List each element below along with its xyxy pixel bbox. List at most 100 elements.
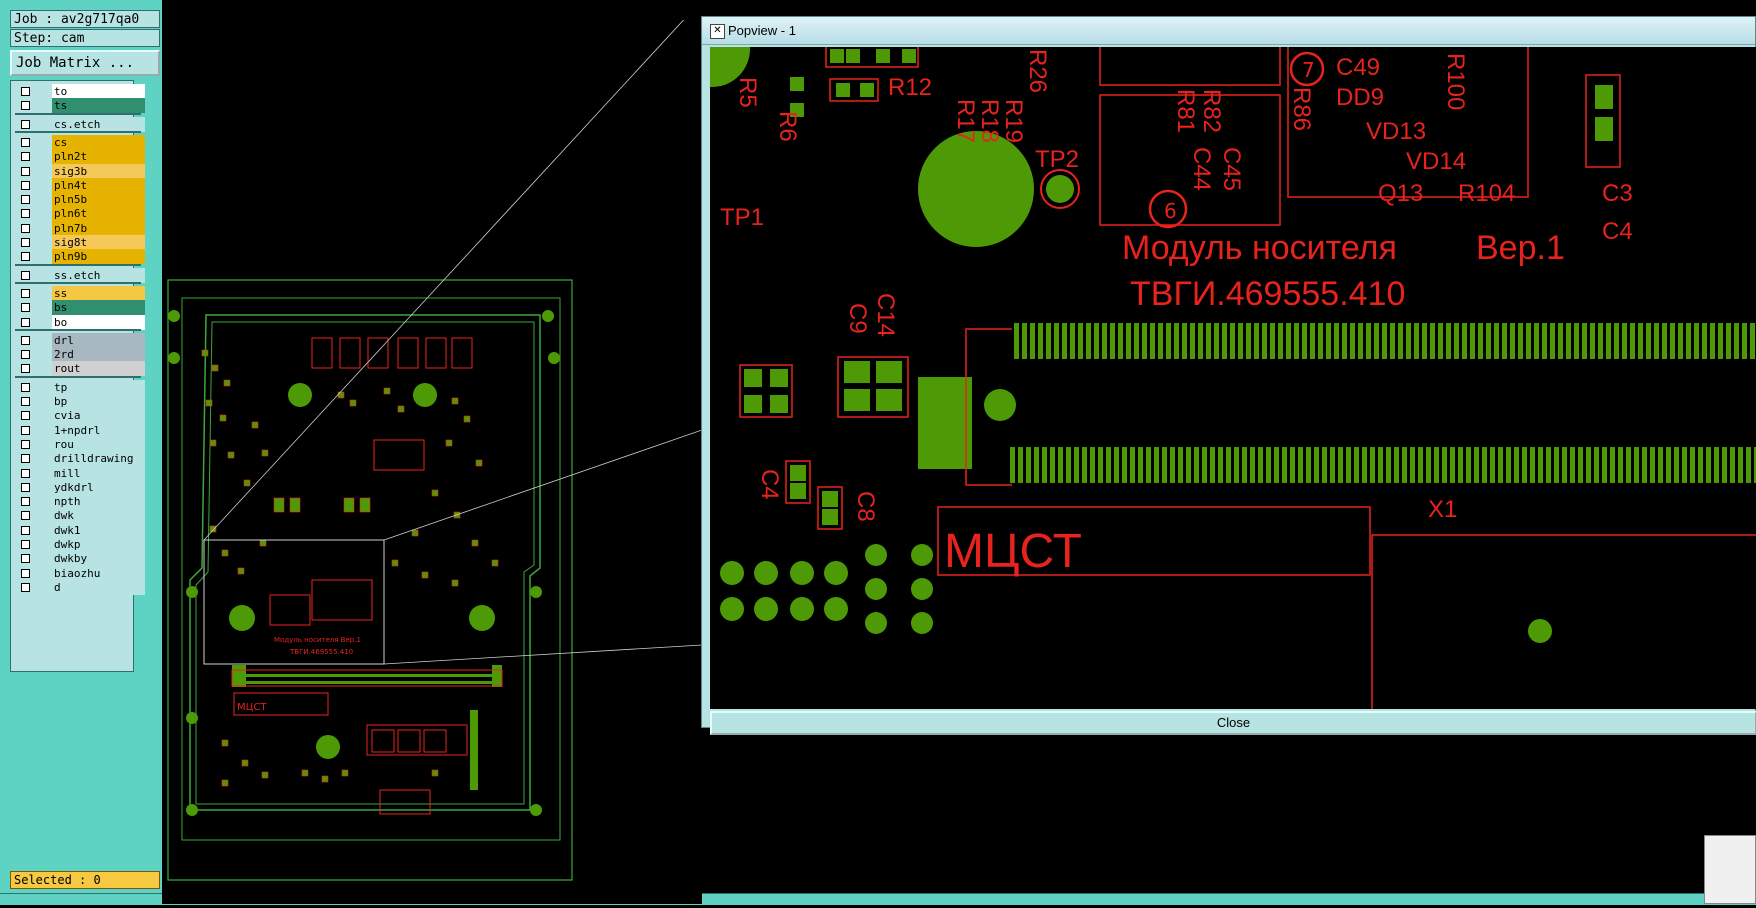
layer-name[interactable]: pln6t (52, 206, 145, 222)
layer-name[interactable]: bp (52, 394, 145, 409)
layer-checkbox[interactable] (21, 238, 30, 247)
layer-name[interactable]: rou (52, 436, 145, 452)
layer-row-pln6t[interactable]: pln6t (15, 206, 145, 222)
layer-checkbox[interactable] (21, 180, 30, 190)
layer-row-2rd[interactable]: 2rd (15, 347, 145, 363)
layer-checkbox[interactable] (21, 152, 30, 162)
system-dialog-fragment[interactable] (1704, 835, 1756, 904)
layer-row-sig3b[interactable]: sig3b (15, 163, 145, 179)
popview-canvas[interactable]: 6 7 R12 TP2 TP1 C49 DD9 VD13 VD14 Q13 R1… (710, 47, 1756, 709)
layer-row-ss.etch[interactable]: ss.etch (15, 267, 145, 283)
layer-checkbox[interactable] (21, 468, 30, 478)
pcb-overview[interactable]: Модуль носителя Вер.1 ТВГИ.469555.410 МЦ… (162, 0, 703, 904)
layer-name[interactable]: bs (52, 300, 145, 316)
layer-checkbox[interactable] (21, 195, 30, 205)
layer-row-rou[interactable]: rou (15, 436, 145, 452)
layer-name[interactable]: pln9b (52, 249, 145, 265)
layer-row-bs[interactable]: bs (15, 300, 145, 316)
layer-checkbox[interactable] (21, 525, 30, 535)
layer-row-to[interactable]: to (15, 84, 145, 99)
layer-name[interactable]: cs.etch (52, 116, 145, 132)
layer-name[interactable]: ss.etch (52, 267, 145, 283)
layer-name[interactable]: cs (52, 134, 145, 150)
layer-row-d[interactable]: d (15, 579, 145, 595)
layer-name[interactable]: drl (52, 332, 145, 348)
layer-checkbox[interactable] (21, 137, 30, 147)
layer-name[interactable]: mill (52, 465, 145, 481)
layer-row-drilldrawing[interactable]: drilldrawing (15, 451, 145, 467)
layer-checkbox[interactable] (21, 454, 30, 464)
layer-row-ts[interactable]: ts (15, 98, 145, 114)
layer-checkbox[interactable] (21, 439, 30, 449)
layer-row-rout[interactable]: rout (15, 361, 145, 377)
layer-name[interactable]: pln7b (52, 220, 145, 236)
layer-name[interactable]: ydkdrl (52, 479, 145, 495)
layer-row-drl[interactable]: drl (15, 332, 145, 348)
layer-name[interactable]: rout (52, 361, 145, 377)
layer-name[interactable]: sig3b (52, 163, 145, 179)
layer-row-1+npdrl[interactable]: 1+npdrl (15, 422, 145, 438)
layer-name[interactable]: to (52, 84, 145, 99)
layer-row-dwkp[interactable]: dwkp (15, 537, 145, 552)
layer-row-tp[interactable]: tp (15, 379, 145, 395)
layer-row-bo[interactable]: bo (15, 314, 145, 330)
layer-name[interactable]: pln5b (52, 192, 145, 208)
layer-checkbox[interactable] (21, 350, 30, 360)
layer-row-pln9b[interactable]: pln9b (15, 249, 145, 265)
layer-checkbox[interactable] (21, 482, 30, 492)
layer-name[interactable]: biaozhu (52, 565, 145, 581)
layer-name[interactable]: pln2t (52, 149, 145, 165)
layer-row-cs[interactable]: cs (15, 134, 145, 150)
layer-name[interactable]: dwk (52, 508, 145, 524)
layer-name[interactable]: dwkby (52, 551, 145, 567)
layer-checkbox[interactable] (21, 288, 30, 298)
layer-checkbox[interactable] (21, 364, 30, 374)
layer-name[interactable]: ts (52, 98, 145, 114)
layer-name[interactable]: drilldrawing (52, 451, 145, 467)
layer-checkbox[interactable] (21, 303, 30, 313)
layer-checkbox[interactable] (21, 511, 30, 521)
layer-name[interactable]: 1+npdrl (52, 422, 145, 438)
layer-checkbox[interactable] (21, 209, 30, 219)
layer-row-pln4t[interactable]: pln4t (15, 177, 145, 193)
layer-row-pln5b[interactable]: pln5b (15, 192, 145, 208)
layer-checkbox[interactable] (21, 223, 30, 233)
layer-row-cvia[interactable]: cvia (15, 408, 145, 424)
layer-row-dwk[interactable]: dwk (15, 508, 145, 524)
layer-name[interactable]: d (52, 579, 145, 595)
layer-row-cs.etch[interactable]: cs.etch (15, 116, 145, 132)
layer-row-pln2t[interactable]: pln2t (15, 149, 145, 165)
layer-row-dwk1[interactable]: dwk1 (15, 522, 145, 538)
layer-checkbox[interactable] (21, 497, 30, 507)
layer-checkbox[interactable] (21, 397, 30, 406)
layer-row-biaozhu[interactable]: biaozhu (15, 565, 145, 581)
close-button[interactable]: Close (710, 711, 1756, 735)
layer-checkbox[interactable] (21, 568, 30, 578)
layer-checkbox[interactable] (21, 166, 30, 176)
layer-name[interactable]: ss (52, 285, 145, 301)
layer-name[interactable]: 2rd (52, 347, 145, 363)
job-matrix-button[interactable]: Job Matrix ... (10, 50, 160, 76)
layer-row-pln7b[interactable]: pln7b (15, 220, 145, 236)
layer-checkbox[interactable] (21, 425, 30, 435)
layer-checkbox[interactable] (21, 335, 30, 345)
layer-row-npth[interactable]: npth (15, 494, 145, 510)
layer-name[interactable]: dwkp (52, 537, 145, 552)
layer-name[interactable]: bo (52, 314, 145, 330)
layer-row-mill[interactable]: mill (15, 465, 145, 481)
layer-checkbox[interactable] (21, 540, 30, 549)
layer-row-ydkdrl[interactable]: ydkdrl (15, 479, 145, 495)
layer-checkbox[interactable] (21, 582, 30, 592)
layer-row-sig8t[interactable]: sig8t (15, 235, 145, 250)
layer-checkbox[interactable] (21, 119, 30, 129)
layer-checkbox[interactable] (21, 87, 30, 96)
layer-name[interactable]: dwk1 (52, 522, 145, 538)
layer-name[interactable]: pln4t (52, 177, 145, 193)
layer-name[interactable]: npth (52, 494, 145, 510)
layer-row-dwkby[interactable]: dwkby (15, 551, 145, 567)
popview-titlebar[interactable]: ✕ Popview - 1 (702, 17, 1755, 45)
layer-checkbox[interactable] (21, 252, 30, 262)
layer-checkbox[interactable] (21, 554, 30, 564)
layer-name[interactable]: sig8t (52, 235, 145, 250)
layer-row-bp[interactable]: bp (15, 394, 145, 409)
